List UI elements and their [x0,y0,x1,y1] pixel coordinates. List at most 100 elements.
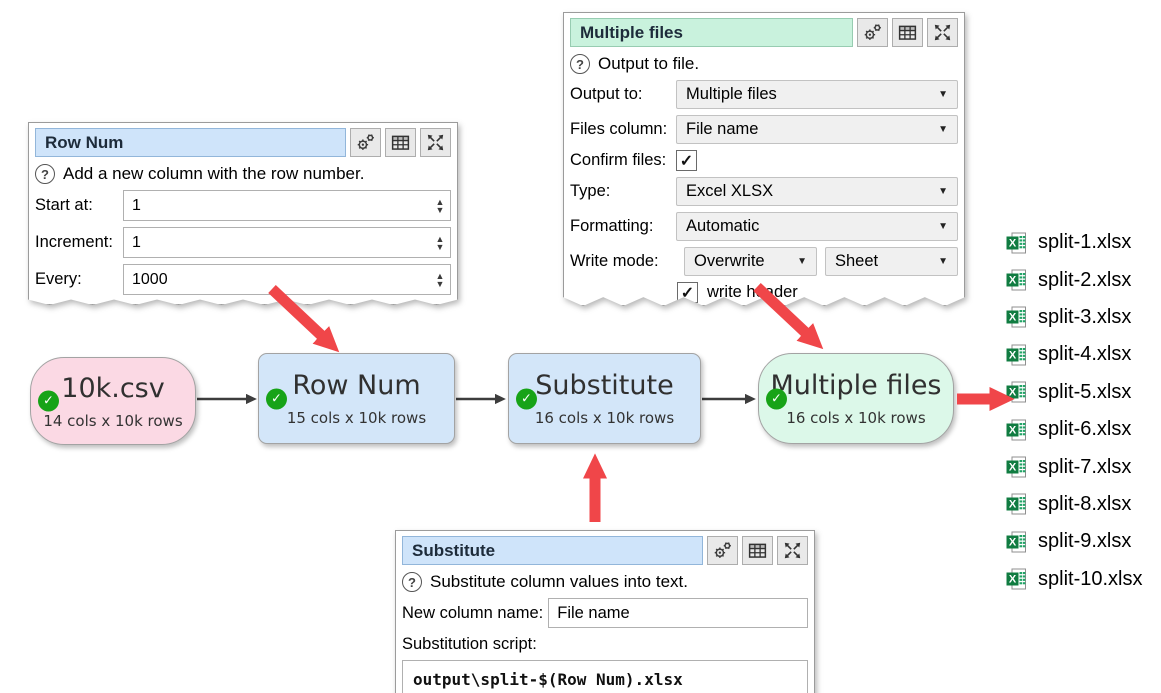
help-icon[interactable]: ? [35,164,55,184]
excel-file-icon [1005,530,1029,554]
substitute-settings-panel: Substitute ? Substitute column values in… [395,530,815,693]
help-icon[interactable]: ? [570,54,590,74]
file-name: split-9.xlsx [1038,530,1132,553]
increment-spinner[interactable]: ▲ ▼ [430,228,450,257]
excel-file-icon [1005,455,1029,479]
spinner-up-icon[interactable]: ▲ [435,196,445,207]
settings-gear-button[interactable] [350,128,381,157]
list-item: split-8.xlsx [1005,486,1142,523]
flow-node-substitute[interactable]: ✓ Substitute 16 cols x 10k rows [508,353,701,444]
spinner-down-icon[interactable]: ▼ [435,241,445,252]
spinner-up-icon[interactable]: ▲ [435,270,445,281]
settings-gear-button[interactable] [857,18,888,47]
start-at-spinner[interactable]: ▲ ▼ [430,191,450,220]
file-name: split-3.xlsx [1038,305,1132,328]
type-select[interactable]: Excel XLSX ▼ [676,177,958,206]
new-column-name-input[interactable] [548,598,808,628]
row-num-title-field[interactable]: Row Num [35,128,346,157]
status-ok-icon: ✓ [38,390,59,412]
chevron-down-icon: ▼ [938,124,948,135]
increment-input[interactable] [124,228,430,257]
file-name: split-2.xlsx [1038,268,1132,291]
chevron-down-icon: ▼ [797,256,807,267]
gear-icon [862,22,883,43]
increment-label: Increment: [35,233,113,251]
status-ok-icon: ✓ [266,388,287,409]
excel-file-icon [1005,380,1029,404]
flow-node-10k-csv[interactable]: ✓ 10k.csv 14 cols x 10k rows [30,357,196,445]
node-dimensions: 16 cols x 10k rows [534,409,675,427]
chevron-down-icon: ▼ [938,221,948,232]
output-file-list: split-1.xlsx split-2.xlsx split-3.xlsx s… [1005,224,1142,598]
multiple-files-settings-panel: Multiple files ? Output to file. Output … [563,12,965,306]
files-column-label: Files column: [570,120,668,138]
file-name: split-8.xlsx [1038,492,1132,515]
checkmark-icon: ✓ [679,152,694,170]
expand-icon [932,22,953,43]
formatting-label: Formatting: [570,217,654,235]
status-ok-icon: ✓ [516,388,537,409]
spinner-up-icon[interactable]: ▲ [435,233,445,244]
node-title: Multiple files [770,370,942,401]
file-name: split-1.xlsx [1038,231,1132,254]
help-icon[interactable]: ? [402,572,422,592]
substitution-script-editor[interactable]: output\split-$(Row Num).xlsx [402,660,808,693]
flow-node-row-num[interactable]: ✓ Row Num 15 cols x 10k rows [258,353,455,444]
expand-icon [425,132,446,153]
checkmark-icon: ✓ [680,284,695,302]
substitution-script-label: Substitution script: [402,635,537,653]
list-item: split-3.xlsx [1005,299,1142,336]
list-item: split-4.xlsx [1005,336,1142,373]
table-icon [390,132,411,153]
substitute-title-field[interactable]: Substitute [402,536,703,565]
list-item: split-9.xlsx [1005,523,1142,560]
file-name: split-4.xlsx [1038,343,1132,366]
list-item: split-1.xlsx [1005,224,1142,261]
excel-file-icon [1005,268,1029,292]
node-dimensions: 14 cols x 10k rows [43,411,183,430]
excel-file-icon [1005,343,1029,367]
every-spinner[interactable]: ▲ ▼ [430,265,450,294]
write-mode-select[interactable]: Overwrite ▼ [684,247,817,276]
write-mode-label: Write mode: [570,252,659,270]
write-mode-sheet-select[interactable]: Sheet ▼ [825,247,958,276]
start-at-input[interactable] [124,191,430,220]
row-num-titlebar: Row Num [35,128,451,157]
spinner-down-icon[interactable]: ▼ [435,278,445,289]
confirm-files-checkbox[interactable]: ✓ [676,150,697,171]
confirm-files-label: Confirm files: [570,151,667,169]
settings-gear-button[interactable] [707,536,738,565]
list-item: split-10.xlsx [1005,561,1142,598]
files-column-select[interactable]: File name ▼ [676,115,958,144]
expand-button[interactable] [420,128,451,157]
output-to-label: Output to: [570,85,643,103]
multiple-files-title-field[interactable]: Multiple files [570,18,853,47]
gear-icon [712,540,733,561]
chevron-down-icon: ▼ [938,256,948,267]
table-view-button[interactable] [385,128,416,157]
table-icon [897,22,918,43]
excel-file-icon [1005,418,1029,442]
multiple-files-titlebar: Multiple files [570,18,958,47]
expand-button[interactable] [927,18,958,47]
every-input[interactable] [124,265,430,294]
expand-button[interactable] [777,536,808,565]
flow-node-multiple-files[interactable]: ✓ Multiple files 16 cols x 10k rows [758,353,954,444]
status-ok-icon: ✓ [766,388,787,409]
spinner-down-icon[interactable]: ▼ [435,204,445,215]
output-to-select[interactable]: Multiple files ▼ [676,80,958,109]
list-item: split-7.xlsx [1005,448,1142,485]
list-item: split-6.xlsx [1005,411,1142,448]
write-header-label: write header [707,283,798,301]
formatting-select[interactable]: Automatic ▼ [676,212,958,241]
node-title: 10k.csv [61,372,165,404]
table-view-button[interactable] [742,536,773,565]
write-header-checkbox[interactable]: ✓ [677,282,698,303]
table-icon [747,540,768,561]
expand-icon [782,540,803,561]
list-item: split-5.xlsx [1005,374,1142,411]
table-view-button[interactable] [892,18,923,47]
new-column-name-label: New column name: [402,603,544,622]
panel-help-text: Substitute column values into text. [430,572,688,591]
